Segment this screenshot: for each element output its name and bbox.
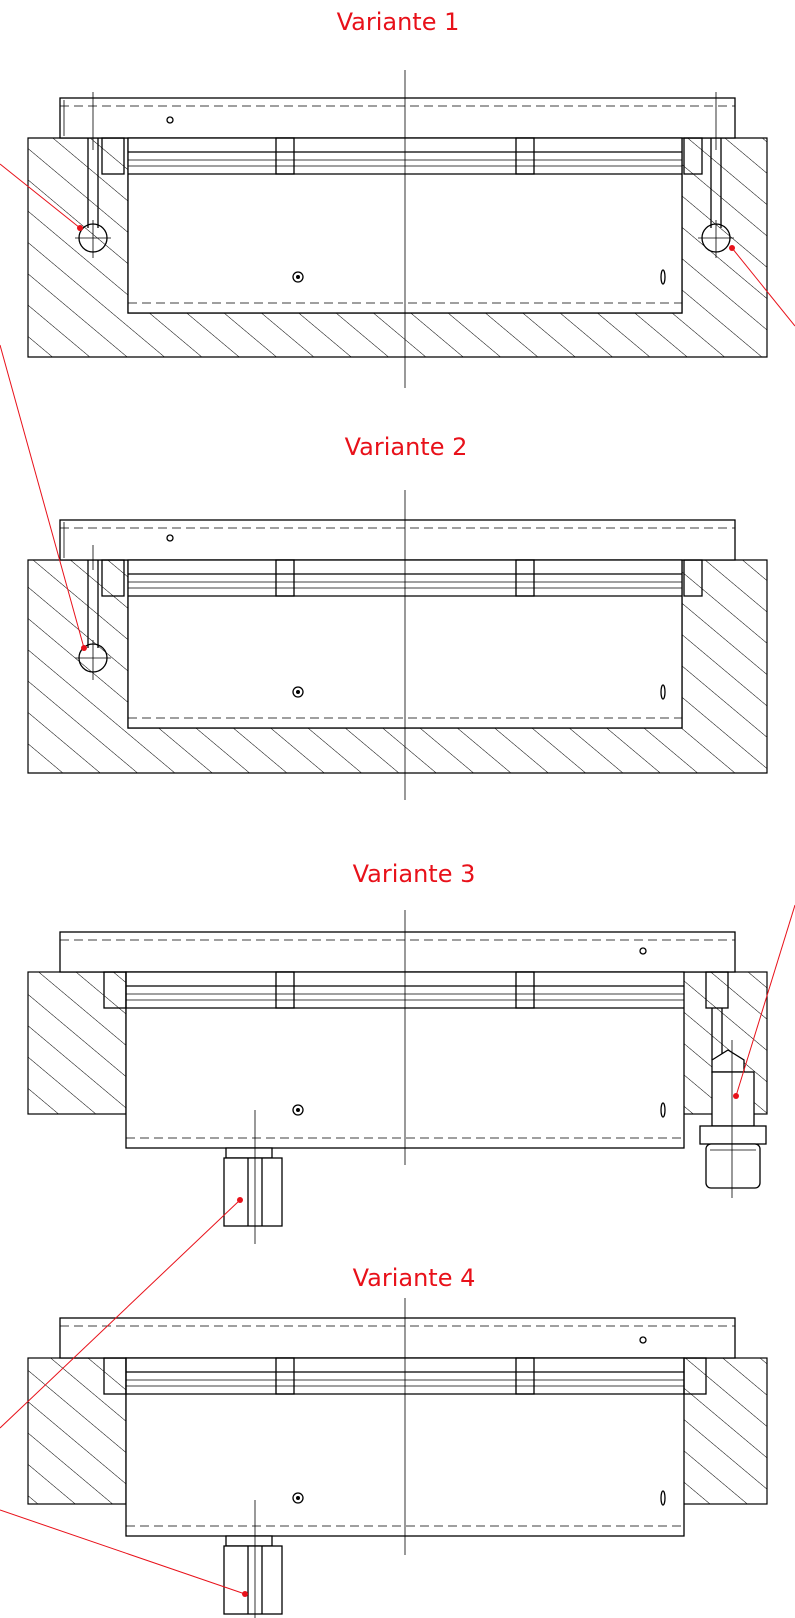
annotation-leaders — [0, 163, 795, 1597]
variant-3-housing-left — [27, 971, 127, 1115]
variant-2: Variante 2 — [27, 433, 768, 800]
variant-1-top-plate — [59, 97, 736, 139]
variant-3-top-plate — [59, 931, 736, 973]
variant-2-top-plate — [59, 519, 736, 561]
variant-3-title: Variante 3 — [353, 860, 476, 888]
variant-1: Variante 1 — [27, 8, 768, 388]
variant-1-title: Variante 1 — [337, 8, 460, 36]
variant-4: Variante 4 — [27, 1264, 768, 1618]
variant-4-housing-right — [681, 1357, 768, 1505]
variant-4-housing-left — [27, 1357, 127, 1505]
variant-4-title: Variante 4 — [353, 1264, 476, 1292]
variant-4-top-plate — [59, 1317, 736, 1359]
variant-2-title: Variante 2 — [345, 433, 468, 461]
variant-3: Variante 3 — [27, 860, 768, 1244]
